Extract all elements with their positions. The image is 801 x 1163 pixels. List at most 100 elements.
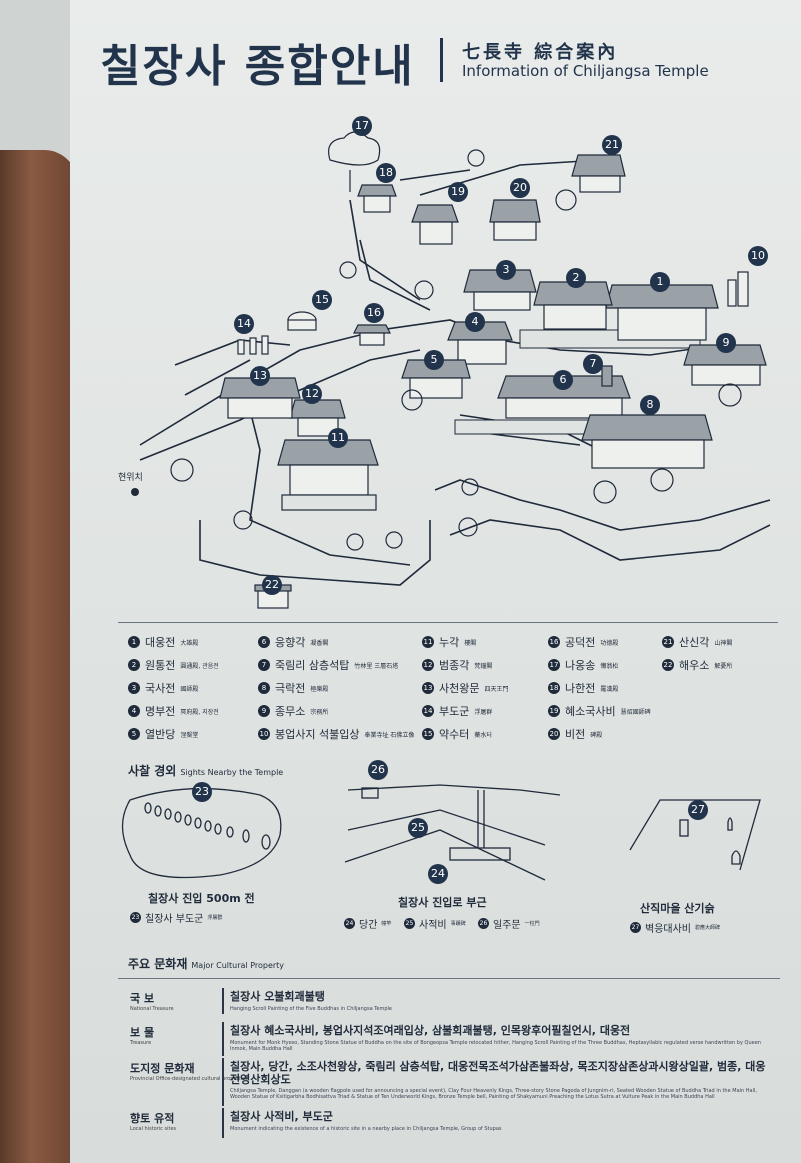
current-location-label: 현위치 (118, 473, 143, 483)
building-19 (411, 204, 459, 245)
sights-road (344, 829, 546, 881)
map-tree (555, 189, 577, 211)
sights-caption: 칠장사 진입 500m 전 (148, 892, 255, 905)
heritage-text-en: Hanging Scroll Painting of the Five Budd… (230, 1006, 393, 1012)
map-road (449, 519, 771, 561)
map-tree (650, 468, 674, 492)
gate-building (361, 787, 379, 799)
row-divider (222, 1022, 224, 1056)
map-road (399, 169, 471, 181)
stupa-row (144, 802, 271, 850)
building-3 (463, 269, 537, 311)
stupa-14 (237, 335, 269, 355)
heritage-text: 칠장사 사적비, 부도군 (230, 1110, 333, 1123)
map-tree (414, 280, 434, 300)
title-english: Information of Chiljangsa Temple (462, 62, 709, 80)
map-tree (346, 533, 364, 551)
map-tree (385, 531, 403, 549)
row-divider (222, 988, 224, 1014)
map-road (434, 479, 771, 531)
building-11 (277, 439, 379, 511)
map-road (199, 520, 431, 586)
building-12 (289, 399, 346, 437)
sights-road (347, 809, 546, 846)
map-tree (458, 517, 478, 537)
map-road (184, 359, 251, 396)
map-marker-2: 2 (566, 268, 586, 288)
map-tree (170, 458, 194, 482)
map-marker-9: 9 (716, 333, 736, 353)
building-8 (581, 414, 713, 469)
building-16 (353, 324, 391, 346)
sign-panel (70, 0, 801, 1163)
map-marker-1: 1 (650, 272, 670, 292)
sights-panel-outline (121, 787, 282, 879)
map-marker-10: 10 (748, 246, 768, 266)
map-tree (339, 261, 357, 279)
map-road (359, 239, 431, 311)
map-marker-14: 14 (234, 314, 254, 334)
map-marker-6: 6 (553, 370, 573, 390)
map-tree (233, 510, 253, 530)
sights-marker-24: 24 (428, 864, 448, 884)
building-10 (727, 271, 749, 307)
title-divider (440, 38, 443, 82)
heritage-text-en: Chiljangsa Temple, Danggan (a wooden fla… (230, 1088, 757, 1100)
sights-caption: 산직마을 산기슭 (640, 902, 715, 915)
flagpole (477, 790, 485, 848)
page-title: 칠장사 종합안내 (100, 41, 415, 92)
sights-marker-23: 23 (192, 782, 212, 802)
building-4 (447, 321, 513, 365)
building-21 (571, 154, 626, 193)
row-divider (222, 1058, 224, 1106)
map-marker-19: 19 (448, 182, 468, 202)
flagpole-base (449, 847, 511, 861)
divider (118, 978, 780, 979)
map-tree (467, 149, 485, 167)
stupa-icon (731, 850, 741, 865)
map-marker-4: 4 (465, 312, 485, 332)
well-15 (287, 311, 317, 331)
divider (118, 622, 778, 623)
sights-road (347, 784, 561, 796)
map-marker-20: 20 (510, 178, 530, 198)
map-tree (328, 131, 381, 192)
sights-marker-26: 26 (368, 760, 388, 780)
map-road (139, 349, 421, 461)
building-2 (533, 281, 613, 330)
map-tree (461, 478, 479, 496)
heritage-text-en: Monument indicating the existence of a h… (230, 1126, 502, 1132)
building-7 (601, 365, 613, 387)
heritage-text: 칠장사 오불회괘불탱 (230, 990, 325, 1003)
map-marker-18: 18 (376, 163, 396, 183)
sights-marker-27: 27 (688, 800, 708, 820)
current-location-dot (131, 488, 139, 496)
map-marker-7: 7 (583, 354, 603, 374)
map-marker-12: 12 (302, 384, 322, 404)
map-tree (593, 480, 617, 504)
